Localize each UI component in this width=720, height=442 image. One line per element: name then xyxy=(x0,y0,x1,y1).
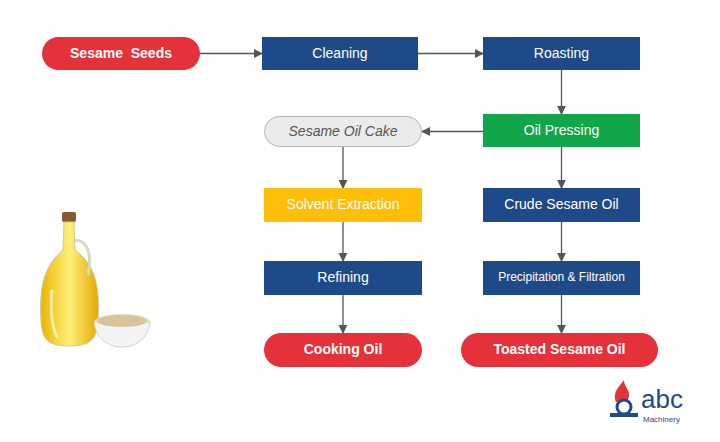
start-node: Sesame Seeds xyxy=(42,37,200,70)
node-label: Refining xyxy=(317,270,368,285)
logo-icon xyxy=(610,380,638,417)
node-label: Sesame Oil Cake xyxy=(289,124,398,139)
logo-subtext: Machinery xyxy=(643,416,680,424)
process-box: Precipitation & Filtration xyxy=(483,261,640,295)
node-label: Sesame Seeds xyxy=(70,46,172,61)
byproduct-node: Sesame Oil Cake xyxy=(264,116,422,147)
node-label: Solvent Extraction xyxy=(287,197,400,212)
flow-arrow xyxy=(561,295,562,333)
oil-bottle-illustration xyxy=(41,212,99,346)
logo-text: abc xyxy=(641,386,683,412)
node-label: Toasted Sesame Oil xyxy=(493,342,625,357)
process-box: Roasting xyxy=(483,37,640,70)
flow-arrow xyxy=(342,295,343,333)
node-label: Roasting xyxy=(534,46,589,61)
flow-arrow xyxy=(422,131,483,132)
node-label: Cooking Oil xyxy=(304,342,383,357)
process-box: Crude Sesame Oil xyxy=(483,188,640,222)
flow-arrow xyxy=(561,70,562,114)
flow-arrow xyxy=(561,222,562,261)
node-label: Oil Pressing xyxy=(524,123,599,138)
process-box: Solvent Extraction xyxy=(264,188,422,222)
node-label: Precipitation & Filtration xyxy=(498,271,625,284)
node-label: Crude Sesame Oil xyxy=(504,197,618,212)
flow-arrow xyxy=(342,222,343,261)
process-box: Oil Pressing xyxy=(483,114,640,147)
flow-arrow xyxy=(561,147,562,188)
flow-arrow xyxy=(342,147,343,188)
flow-arrow xyxy=(418,53,483,54)
seed-bowl-illustration xyxy=(94,314,150,347)
end-node: Cooking Oil xyxy=(264,333,422,367)
process-box: Cleaning xyxy=(262,37,418,70)
process-box: Refining xyxy=(264,261,422,295)
node-label: Cleaning xyxy=(312,46,367,61)
end-node: Toasted Sesame Oil xyxy=(461,333,658,367)
flow-arrow xyxy=(200,53,262,54)
